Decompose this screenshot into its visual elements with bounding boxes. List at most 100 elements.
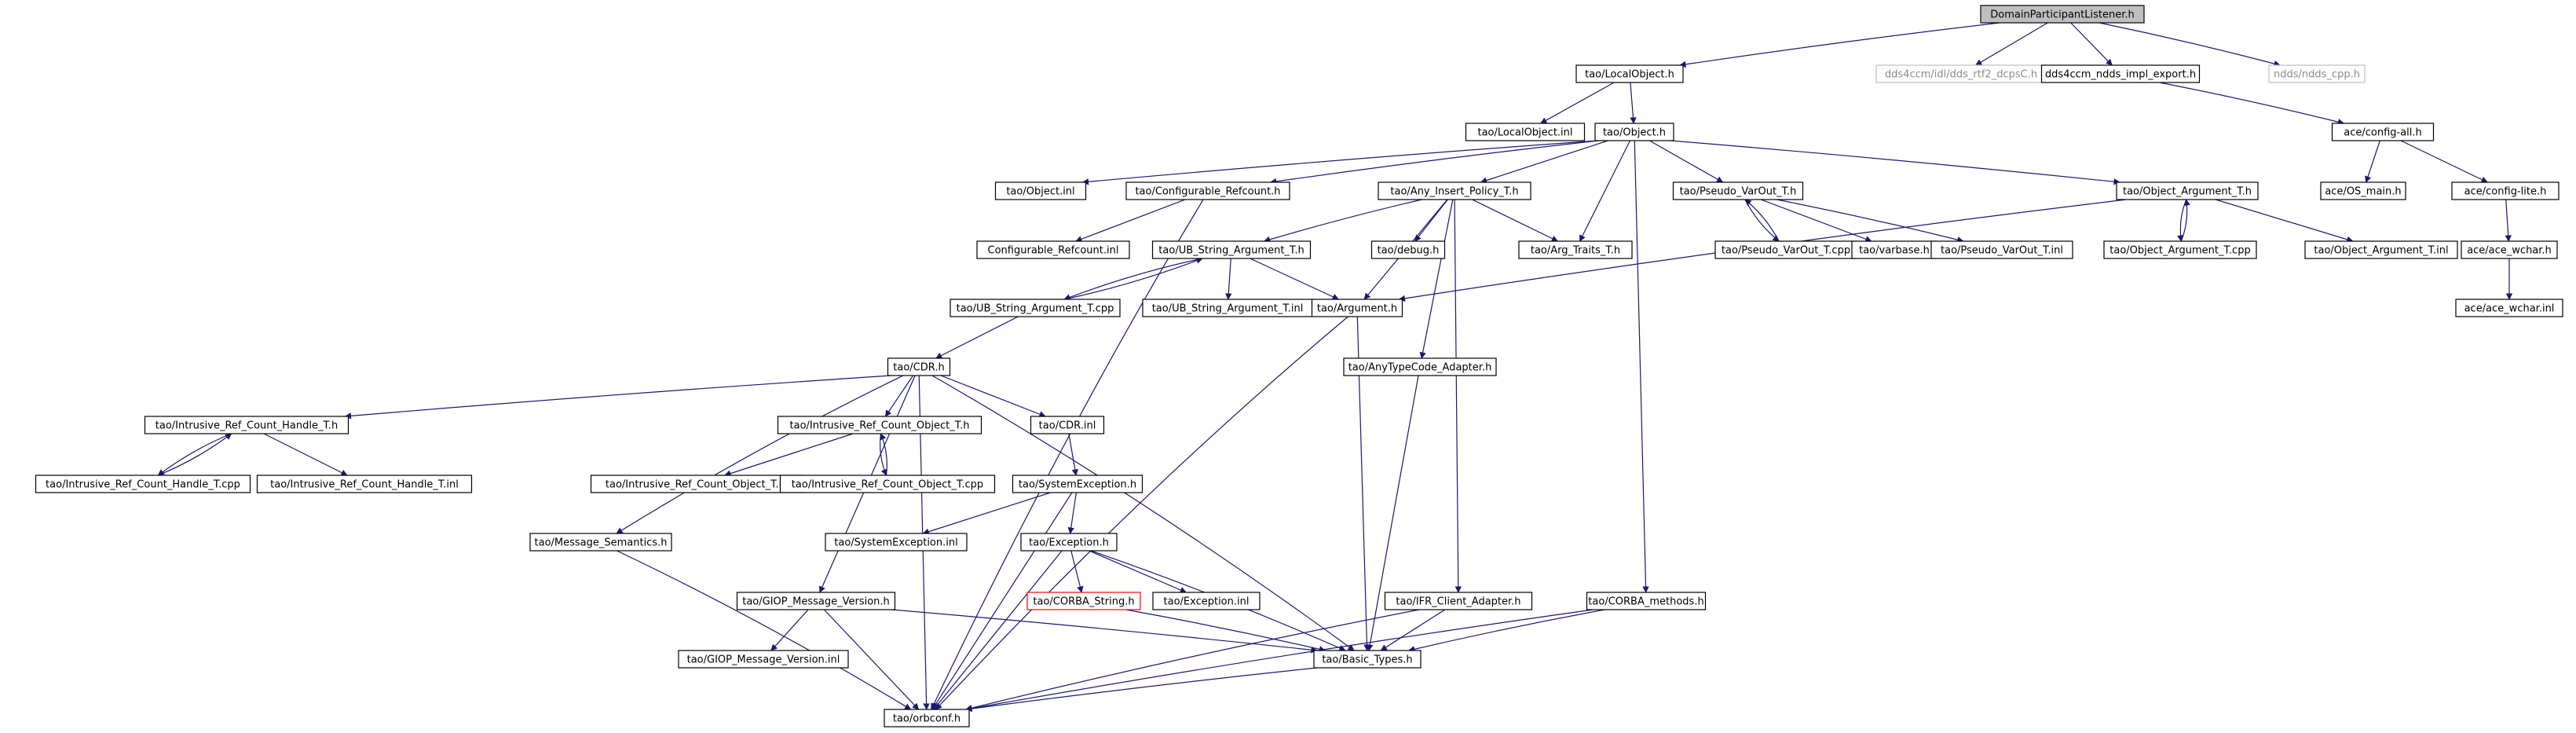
- node-localobj[interactable]: tao/LocalObject.h: [1575, 64, 1684, 83]
- node-objargcpp[interactable]: tao/Object_Argument_T.cpp: [2103, 240, 2257, 259]
- node-acewcharinl[interactable]: ace/ace_wchar.inl: [2455, 299, 2563, 317]
- include-edge-cdrh-to-ircoh: [884, 375, 914, 417]
- node-configall[interactable]: ace/config-all.h: [2331, 123, 2435, 141]
- node-ubsinl[interactable]: tao/UB_String_Argument_T.inl: [1142, 299, 1313, 317]
- node-ddsexport[interactable]: dds4ccm_ndds_impl_export.h: [2040, 64, 2201, 83]
- node-box: [144, 416, 349, 434]
- node-label: tao/Pseudo_VarOut_T.h: [1680, 186, 1797, 198]
- node-box: [2320, 181, 2406, 200]
- node-ircocpp[interactable]: tao/Intrusive_Ref_Count_Object_T.cpp: [779, 475, 996, 493]
- node-pseudoinl[interactable]: tao/Pseudo_VarOut_T.inl: [1930, 240, 2073, 259]
- node-anyins[interactable]: tao/Any_Insert_Policy_T.h: [1378, 181, 1531, 200]
- include-edge-pseudocpp-to-pseudoh: [1744, 199, 1780, 242]
- include-edge-argument-to-orbconf: [935, 316, 1348, 710]
- node-object[interactable]: tao/Object.h: [1594, 123, 1674, 141]
- include-edge-giopv-to-orbconf: [823, 609, 920, 710]
- node-pseudocpp[interactable]: tao/Pseudo_VarOut_T.cpp: [1714, 240, 1857, 259]
- node-debug[interactable]: tao/debug.h: [1370, 240, 1446, 259]
- node-exinl[interactable]: tao/Exception.inl: [1152, 592, 1261, 610]
- node-label: tao/LocalObject.h: [1585, 69, 1674, 81]
- node-irchinl[interactable]: tao/Intrusive_Ref_Count_Handle_T.inl: [256, 475, 473, 493]
- node-irchh[interactable]: tao/Intrusive_Ref_Count_Handle_T.h: [144, 416, 349, 434]
- node-box: [887, 357, 951, 376]
- node-corbastr[interactable]: tao/CORBA_String.h: [1026, 592, 1141, 610]
- node-label: DomainParticipantListener.h: [1990, 9, 2135, 21]
- node-label: tao/Argument.h: [1317, 303, 1397, 315]
- node-giopv[interactable]: tao/GIOP_Message_Version.h: [736, 592, 896, 610]
- include-edge-pseudoh-to-varbase: [1760, 199, 1872, 243]
- include-edge-anytc-to-basic: [1367, 375, 1419, 651]
- node-confrefh[interactable]: tao/Configurable_Refcount.h: [1125, 181, 1290, 200]
- include-edge-ddsexport-to-configall: [2159, 82, 2345, 126]
- node-cdrh[interactable]: tao/CDR.h: [887, 357, 951, 376]
- node-pseudoh[interactable]: tao/Pseudo_VarOut_T.h: [1672, 181, 1804, 200]
- node-confrefinl[interactable]: Configurable_Refcount.inl: [976, 240, 1130, 259]
- node-label: tao/Pseudo_VarOut_T.cpp: [1722, 245, 1850, 257]
- include-edge-irchcpp-to-irchh: [158, 433, 232, 476]
- node-orbconf[interactable]: tao/orbconf.h: [884, 709, 970, 728]
- node-label: tao/UB_String_Argument_T.inl: [1152, 303, 1304, 315]
- node-label: tao/Pseudo_VarOut_T.inl: [1941, 245, 2063, 257]
- include-edge-object-to-argtraits: [1579, 140, 1631, 242]
- include-edge-pseudoh-to-pseudoinl: [1776, 199, 1964, 244]
- include-edge-configall-to-osmain: [2365, 140, 2380, 183]
- node-anytc[interactable]: tao/AnyTypeCode_Adapter.h: [1343, 357, 1497, 376]
- node-label: tao/Any_Insert_Policy_T.h: [1390, 186, 1518, 198]
- node-osmain[interactable]: ace/OS_main.h: [2320, 181, 2406, 200]
- include-edge-exh-to-corbastr: [1070, 550, 1084, 593]
- node-label: tao/Intrusive_Ref_Count_Object_T.h: [790, 420, 970, 432]
- node-ubsh[interactable]: tao/UB_String_Argument_T.h: [1151, 240, 1312, 259]
- include-edge-dpl-to-rtf2: [1974, 22, 2048, 66]
- node-label: dds4ccm_ndds_impl_export.h: [2045, 69, 2196, 81]
- include-edge-object-to-objectinl: [1081, 140, 1599, 185]
- node-label: tao/Exception.h: [1029, 537, 1109, 549]
- node-argtraits[interactable]: tao/Arg_Traits_T.h: [1518, 240, 1633, 259]
- node-sysexinl[interactable]: tao/SystemException.inl: [825, 533, 968, 552]
- include-edge-confrefh-to-confrefinl: [1075, 199, 1186, 243]
- node-box: [1030, 416, 1105, 434]
- node-ircoh[interactable]: tao/Intrusive_Ref_Count_Object_T.h: [777, 416, 982, 434]
- node-box: [2103, 240, 2257, 259]
- node-box: [1343, 357, 1497, 376]
- node-ubscpp[interactable]: tao/UB_String_Argument_T.cpp: [950, 299, 1121, 317]
- node-label: ace/ace_wchar.h: [2467, 245, 2552, 257]
- include-edge-configlite-to-acewchar: [2505, 199, 2512, 242]
- node-box: [1465, 123, 1586, 141]
- node-exh[interactable]: tao/Exception.h: [1020, 533, 1118, 552]
- include-edge-irchh-to-irchcpp: [157, 433, 232, 476]
- node-configlite[interactable]: ace/config-lite.h: [2451, 181, 2560, 200]
- node-msgsem[interactable]: tao/Message_Semantics.h: [529, 533, 672, 552]
- include-edge-object-to-anyins: [1480, 140, 1608, 184]
- node-label: tao/varbase.h: [1859, 245, 1930, 257]
- include-edge-irchh-to-irchinl: [263, 433, 348, 476]
- node-label: tao/Configurable_Refcount.h: [1135, 186, 1280, 198]
- node-sysexh[interactable]: tao/SystemException.h: [1012, 475, 1143, 493]
- include-edge-basic-to-orbconf: [965, 667, 1318, 713]
- node-ifrca[interactable]: tao/IFR_Client_Adapter.h: [1384, 592, 1533, 610]
- include-edge-objargh-to-objarginl: [2216, 199, 2354, 243]
- include-edge-corbastr-to-basic: [1125, 609, 1326, 653]
- node-giopvinl[interactable]: tao/GIOP_Message_Version.inl: [678, 650, 849, 669]
- include-edge-sysexh-to-orbconf: [931, 492, 1073, 710]
- node-irchcpp[interactable]: tao/Intrusive_Ref_Count_Handle_T.cpp: [35, 475, 251, 493]
- node-localobjinl[interactable]: tao/LocalObject.inl: [1465, 123, 1586, 141]
- node-objectinl[interactable]: tao/Object.inl: [994, 181, 1087, 200]
- node-corbameth[interactable]: tao/CORBA_methods.h: [1586, 592, 1707, 610]
- node-dpl[interactable]: DomainParticipantListener.h: [1980, 5, 2145, 24]
- include-edge-sysexh-to-exh: [1067, 492, 1077, 534]
- node-ircoinl[interactable]: tao/Intrusive_Ref_Count_Object_T.inl: [590, 475, 807, 493]
- node-label: tao/CDR.h: [893, 362, 944, 374]
- node-box: [884, 709, 970, 728]
- node-objargh[interactable]: tao/Object_Argument_T.h: [2116, 181, 2259, 200]
- include-edge-object-to-confrefh: [1269, 140, 1599, 185]
- node-box: [1313, 650, 1422, 669]
- node-basic[interactable]: tao/Basic_Types.h: [1313, 650, 1422, 669]
- node-cdrinl[interactable]: tao/CDR.inl: [1030, 416, 1105, 434]
- node-acewchar[interactable]: ace/ace_wchar.h: [2461, 240, 2558, 259]
- node-box: [35, 475, 251, 493]
- node-argument[interactable]: tao/Argument.h: [1311, 299, 1403, 317]
- node-box: [1020, 533, 1118, 552]
- node-varbase[interactable]: tao/varbase.h: [1851, 240, 1937, 259]
- node-label: tao/IFR_Client_Adapter.h: [1396, 596, 1520, 608]
- node-objarginl[interactable]: tao/Object_Argument_T.inl: [2304, 240, 2458, 259]
